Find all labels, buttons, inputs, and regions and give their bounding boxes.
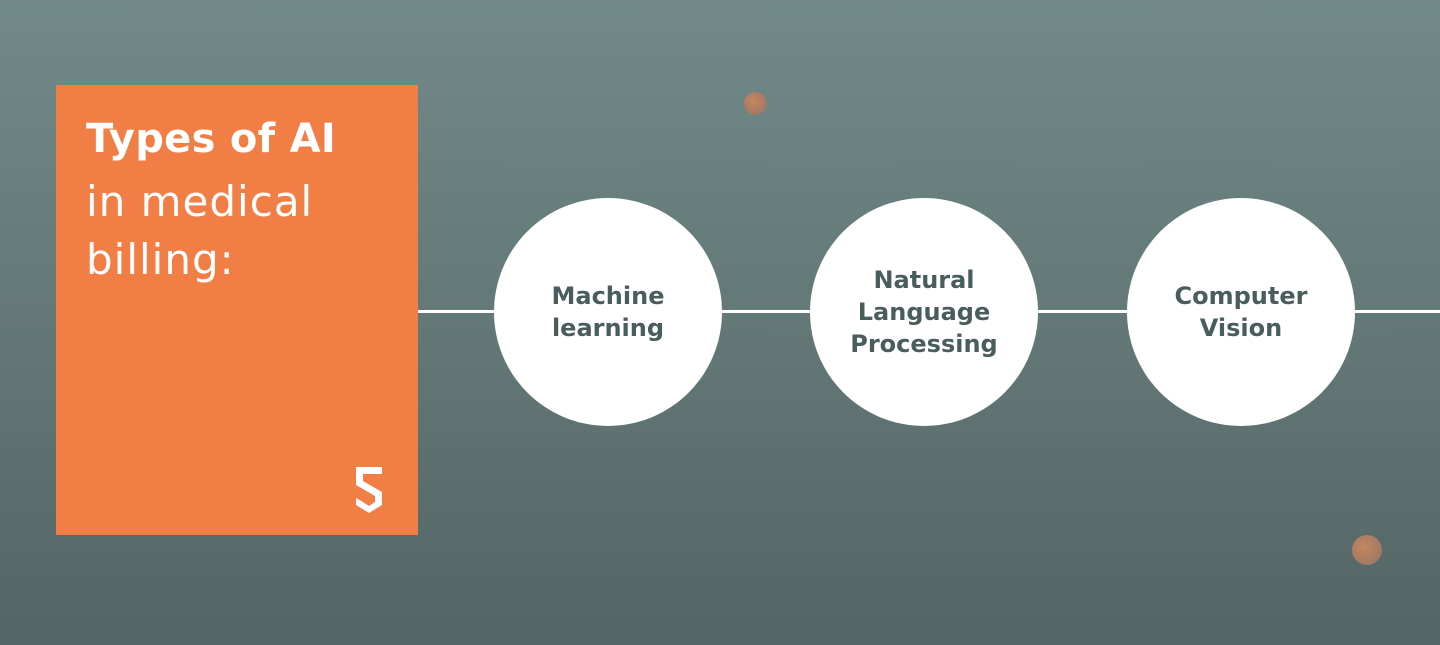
decorative-dot (1352, 535, 1382, 565)
node-machine-learning: Machine learning (494, 198, 722, 426)
s-shield-logo-icon (356, 467, 382, 513)
title-card: Types of AI in medical billing: (56, 85, 418, 535)
title-bold: Types of AI (86, 116, 337, 162)
decorative-dot (744, 92, 767, 115)
node-natural-language-processing: Natural Language Processing (810, 198, 1038, 426)
node-label: Computer Vision (1174, 282, 1308, 342)
node-label: Machine learning (551, 282, 665, 342)
node-label: Natural Language Processing (850, 266, 998, 358)
title-subtitle: in medical billing: (86, 177, 314, 284)
node-computer-vision: Computer Vision (1127, 198, 1355, 426)
